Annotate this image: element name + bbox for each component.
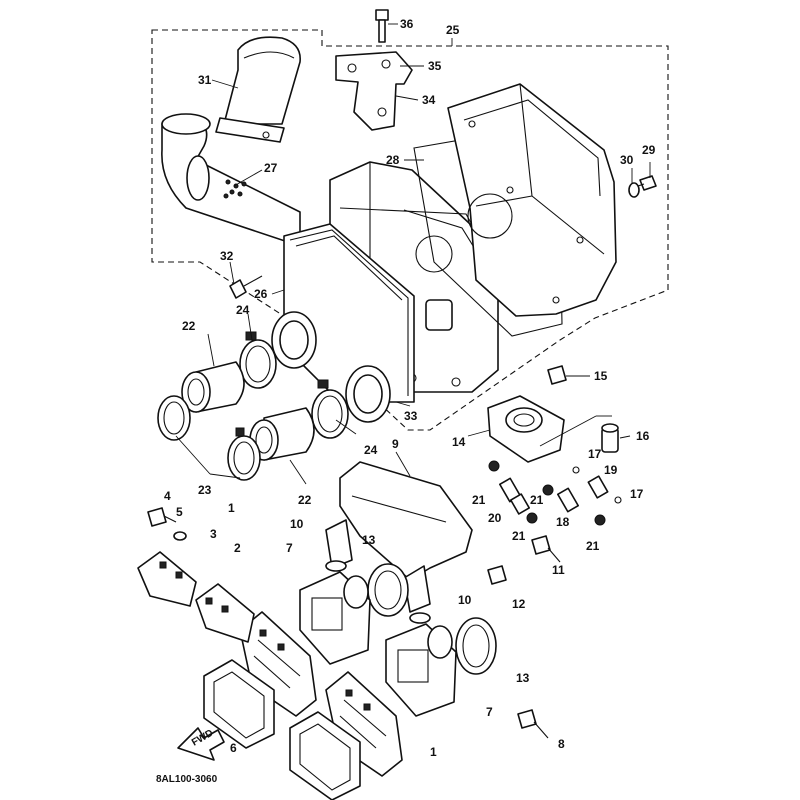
callout-13-lower: 13 xyxy=(516,671,530,685)
callout-23: 23 xyxy=(198,483,212,497)
callout-11: 11 xyxy=(552,563,565,577)
reed-petal-3 xyxy=(137,551,197,607)
cylinder-16 xyxy=(601,423,619,453)
carburetor-joint-7-lower xyxy=(385,623,457,717)
clamp-23-upper xyxy=(157,395,191,441)
callout-9: 9 xyxy=(392,437,399,451)
forward-direction-arrow: FWD xyxy=(177,727,225,761)
intake-duct xyxy=(215,36,301,143)
joint-plate-14 xyxy=(487,395,565,463)
carburetor-joint-33 xyxy=(271,311,391,423)
gasket-6-lower xyxy=(289,711,361,800)
callout-13-upper: 13 xyxy=(362,533,376,547)
callout-30: 30 xyxy=(620,153,634,167)
washer-5 xyxy=(173,531,187,541)
o-ring-10-upper xyxy=(325,560,347,572)
callout-4: 4 xyxy=(164,489,171,503)
callout-36: 36 xyxy=(400,17,414,31)
cap-nut-15 xyxy=(547,365,567,385)
callout-16: 16 xyxy=(636,429,650,443)
rubber-hose-upper xyxy=(181,361,245,413)
callout-leaders xyxy=(175,23,651,485)
gasket-6-upper xyxy=(203,659,275,749)
nut-12 xyxy=(487,565,507,585)
assembly-boundary-25 xyxy=(151,29,669,431)
callout-8: 8 xyxy=(558,737,565,751)
callout-10-upper: 10 xyxy=(290,517,304,531)
callout-17-lower: 17 xyxy=(630,487,644,501)
inlet-tube xyxy=(161,113,301,247)
callout-34: 34 xyxy=(422,93,436,107)
hose-fittings xyxy=(488,460,622,526)
callout-21-d: 21 xyxy=(586,539,600,553)
callout-labels: 36 25 35 34 31 27 28 30 29 32 26 22 24 3… xyxy=(164,17,656,759)
callout-14: 14 xyxy=(452,435,466,449)
callout-10-lower: 10 xyxy=(458,593,472,607)
callout-7-upper: 7 xyxy=(286,541,293,555)
air-cleaner-cover xyxy=(447,83,617,317)
callout-6: 6 xyxy=(230,741,237,755)
callout-25: 25 xyxy=(446,23,460,37)
callout-35: 35 xyxy=(428,59,442,73)
callout-24-upper: 24 xyxy=(236,303,250,317)
hose-clamp-lower xyxy=(311,379,349,439)
callout-26: 26 xyxy=(254,287,268,301)
clamp-13-lower xyxy=(455,617,497,675)
callout-24-lower: 24 xyxy=(364,443,378,457)
reed-plate-2 xyxy=(195,583,255,643)
screw-4 xyxy=(147,507,177,527)
callout-20: 20 xyxy=(488,511,502,525)
bolt-8 xyxy=(517,709,549,739)
clamp-13-upper xyxy=(367,563,409,617)
callout-17-upper: 17 xyxy=(588,447,602,461)
bolt-11 xyxy=(531,535,561,563)
callout-18: 18 xyxy=(556,515,570,529)
callout-21-c: 21 xyxy=(512,529,526,543)
callout-32: 32 xyxy=(220,249,234,263)
intake-manifold-9 xyxy=(325,461,473,613)
hose-clamp-upper xyxy=(239,331,277,389)
callout-21-b: 21 xyxy=(530,493,544,507)
carburetor-joint-7-upper xyxy=(299,571,371,665)
callout-31: 31 xyxy=(198,73,212,87)
callout-21-a: 21 xyxy=(472,493,486,507)
washer-30 xyxy=(628,182,640,198)
callout-1-upper: 1 xyxy=(228,501,235,515)
clamp-23-lower xyxy=(227,427,261,481)
callout-33: 33 xyxy=(404,409,418,423)
filter-element xyxy=(283,223,415,403)
callout-3: 3 xyxy=(210,527,217,541)
callout-12: 12 xyxy=(512,597,526,611)
callout-1-lower: 1 xyxy=(430,745,437,759)
callout-29: 29 xyxy=(642,143,656,157)
callout-22-lower: 22 xyxy=(298,493,312,507)
callout-7-lower: 7 xyxy=(486,705,493,719)
callout-28: 28 xyxy=(386,153,400,167)
bracket xyxy=(335,51,413,131)
callout-15: 15 xyxy=(594,369,608,383)
callout-27: 27 xyxy=(264,161,278,175)
callout-19: 19 xyxy=(604,463,618,477)
callout-2: 2 xyxy=(234,541,241,555)
callout-22-upper: 22 xyxy=(182,319,196,333)
o-ring-10-lower xyxy=(409,612,431,624)
rubber-hose-lower xyxy=(249,407,315,461)
bolt-36 xyxy=(375,9,389,43)
screw-32 xyxy=(229,275,263,299)
drawing-code: 8AL100-3060 xyxy=(156,774,218,785)
callout-5: 5 xyxy=(176,505,183,519)
